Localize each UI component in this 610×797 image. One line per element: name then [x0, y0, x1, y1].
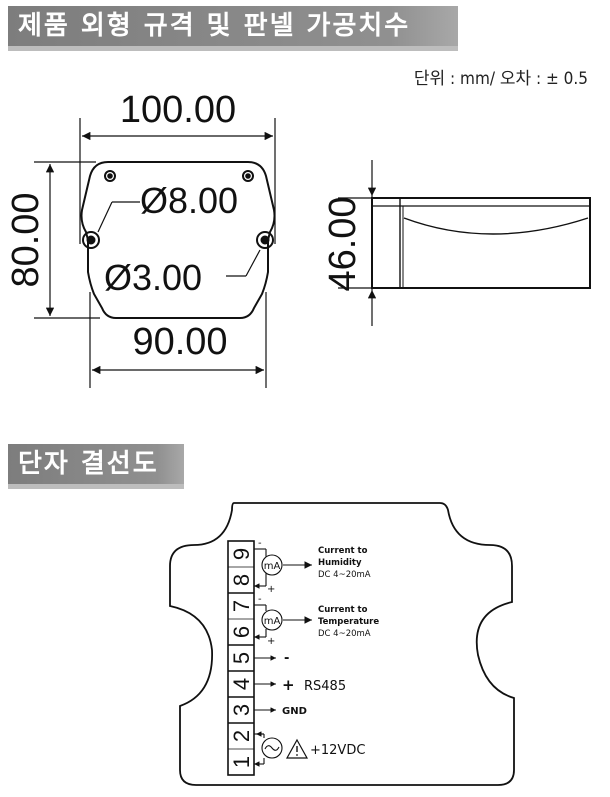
svg-text:-: -: [258, 538, 262, 549]
humidity-output: [254, 548, 312, 589]
terminal-numbers: 1 2 3 4 5 6 7 8 9: [229, 548, 254, 768]
mount-hole-top-right: [242, 170, 254, 182]
svg-text:+: +: [267, 584, 275, 595]
svg-text:Humidity: Humidity: [318, 558, 362, 568]
temperature-meter: [261, 609, 283, 631]
rs485-minus-label: -: [284, 651, 289, 666]
gnd-label: GND: [282, 706, 307, 717]
terminal-8: 8: [229, 574, 254, 586]
rs485-label: RS485: [304, 679, 346, 694]
hole-large-label: Ø8.00: [140, 180, 238, 221]
terminal-7: 7: [229, 600, 254, 612]
rs485-plus-label: +: [282, 676, 295, 694]
humidity-meter: [261, 554, 283, 576]
power-label: +12VDC: [310, 743, 365, 758]
terminal-1: 1: [229, 756, 254, 768]
mount-hole-right: [256, 231, 274, 249]
mount-hole-left: [82, 231, 100, 249]
terminal-6: 6: [229, 626, 254, 638]
power-input: [254, 731, 309, 767]
hole-small-label: Ø3.00: [104, 257, 202, 298]
ac-source-icon: [261, 737, 283, 759]
terminal-3: 3: [229, 704, 254, 716]
wiring-housing-outline: [169, 502, 515, 786]
humidity-meter-label: mA: [264, 561, 281, 572]
svg-text:Temperature: Temperature: [318, 617, 379, 627]
warning-triangle-icon: [285, 738, 309, 759]
side-view-outline: [371, 197, 591, 289]
terminal-block: [227, 540, 255, 776]
side-dimension-lines: [338, 160, 377, 326]
svg-text:DC 4~20mA: DC 4~20mA: [318, 570, 371, 580]
side-view: [371, 197, 591, 289]
dimensions-section-title: 제품 외형 규격 및 판넬 가공치수: [8, 6, 458, 51]
large-hole-leader: [97, 201, 113, 233]
temperature-output-label: Current to Temperature DC 4~20mA: [318, 605, 379, 639]
depth-label: 46.00: [322, 196, 364, 291]
svg-text:+: +: [267, 636, 275, 647]
terminal-9: 9: [229, 548, 254, 560]
temperature-output: [254, 604, 312, 640]
temperature-meter-label: mA: [264, 616, 281, 627]
svg-text:Current to: Current to: [318, 546, 368, 556]
svg-text:DC 4~20mA: DC 4~20mA: [318, 629, 371, 639]
width-inner-label: 90.00: [132, 321, 227, 363]
width-outer-label: 100.00: [120, 89, 236, 131]
wiring-section-title: 단자 결선도: [8, 444, 184, 489]
svg-text:Current to: Current to: [318, 605, 368, 615]
small-hole-leader: [245, 249, 261, 277]
terminal-4: 4: [229, 678, 254, 690]
unit-note: 단위 : mm/ 오차 : ± 0.5: [413, 69, 588, 89]
height-label: 80.00: [5, 192, 47, 287]
terminal-5: 5: [229, 652, 254, 664]
terminal-2: 2: [229, 730, 254, 742]
svg-text:-: -: [258, 594, 262, 605]
rs485-lines: [254, 655, 276, 687]
front-dimension-lines: [34, 118, 276, 388]
mount-hole-top-left: [104, 170, 116, 182]
humidity-output-label: Current to Humidity DC 4~20mA: [318, 546, 371, 580]
